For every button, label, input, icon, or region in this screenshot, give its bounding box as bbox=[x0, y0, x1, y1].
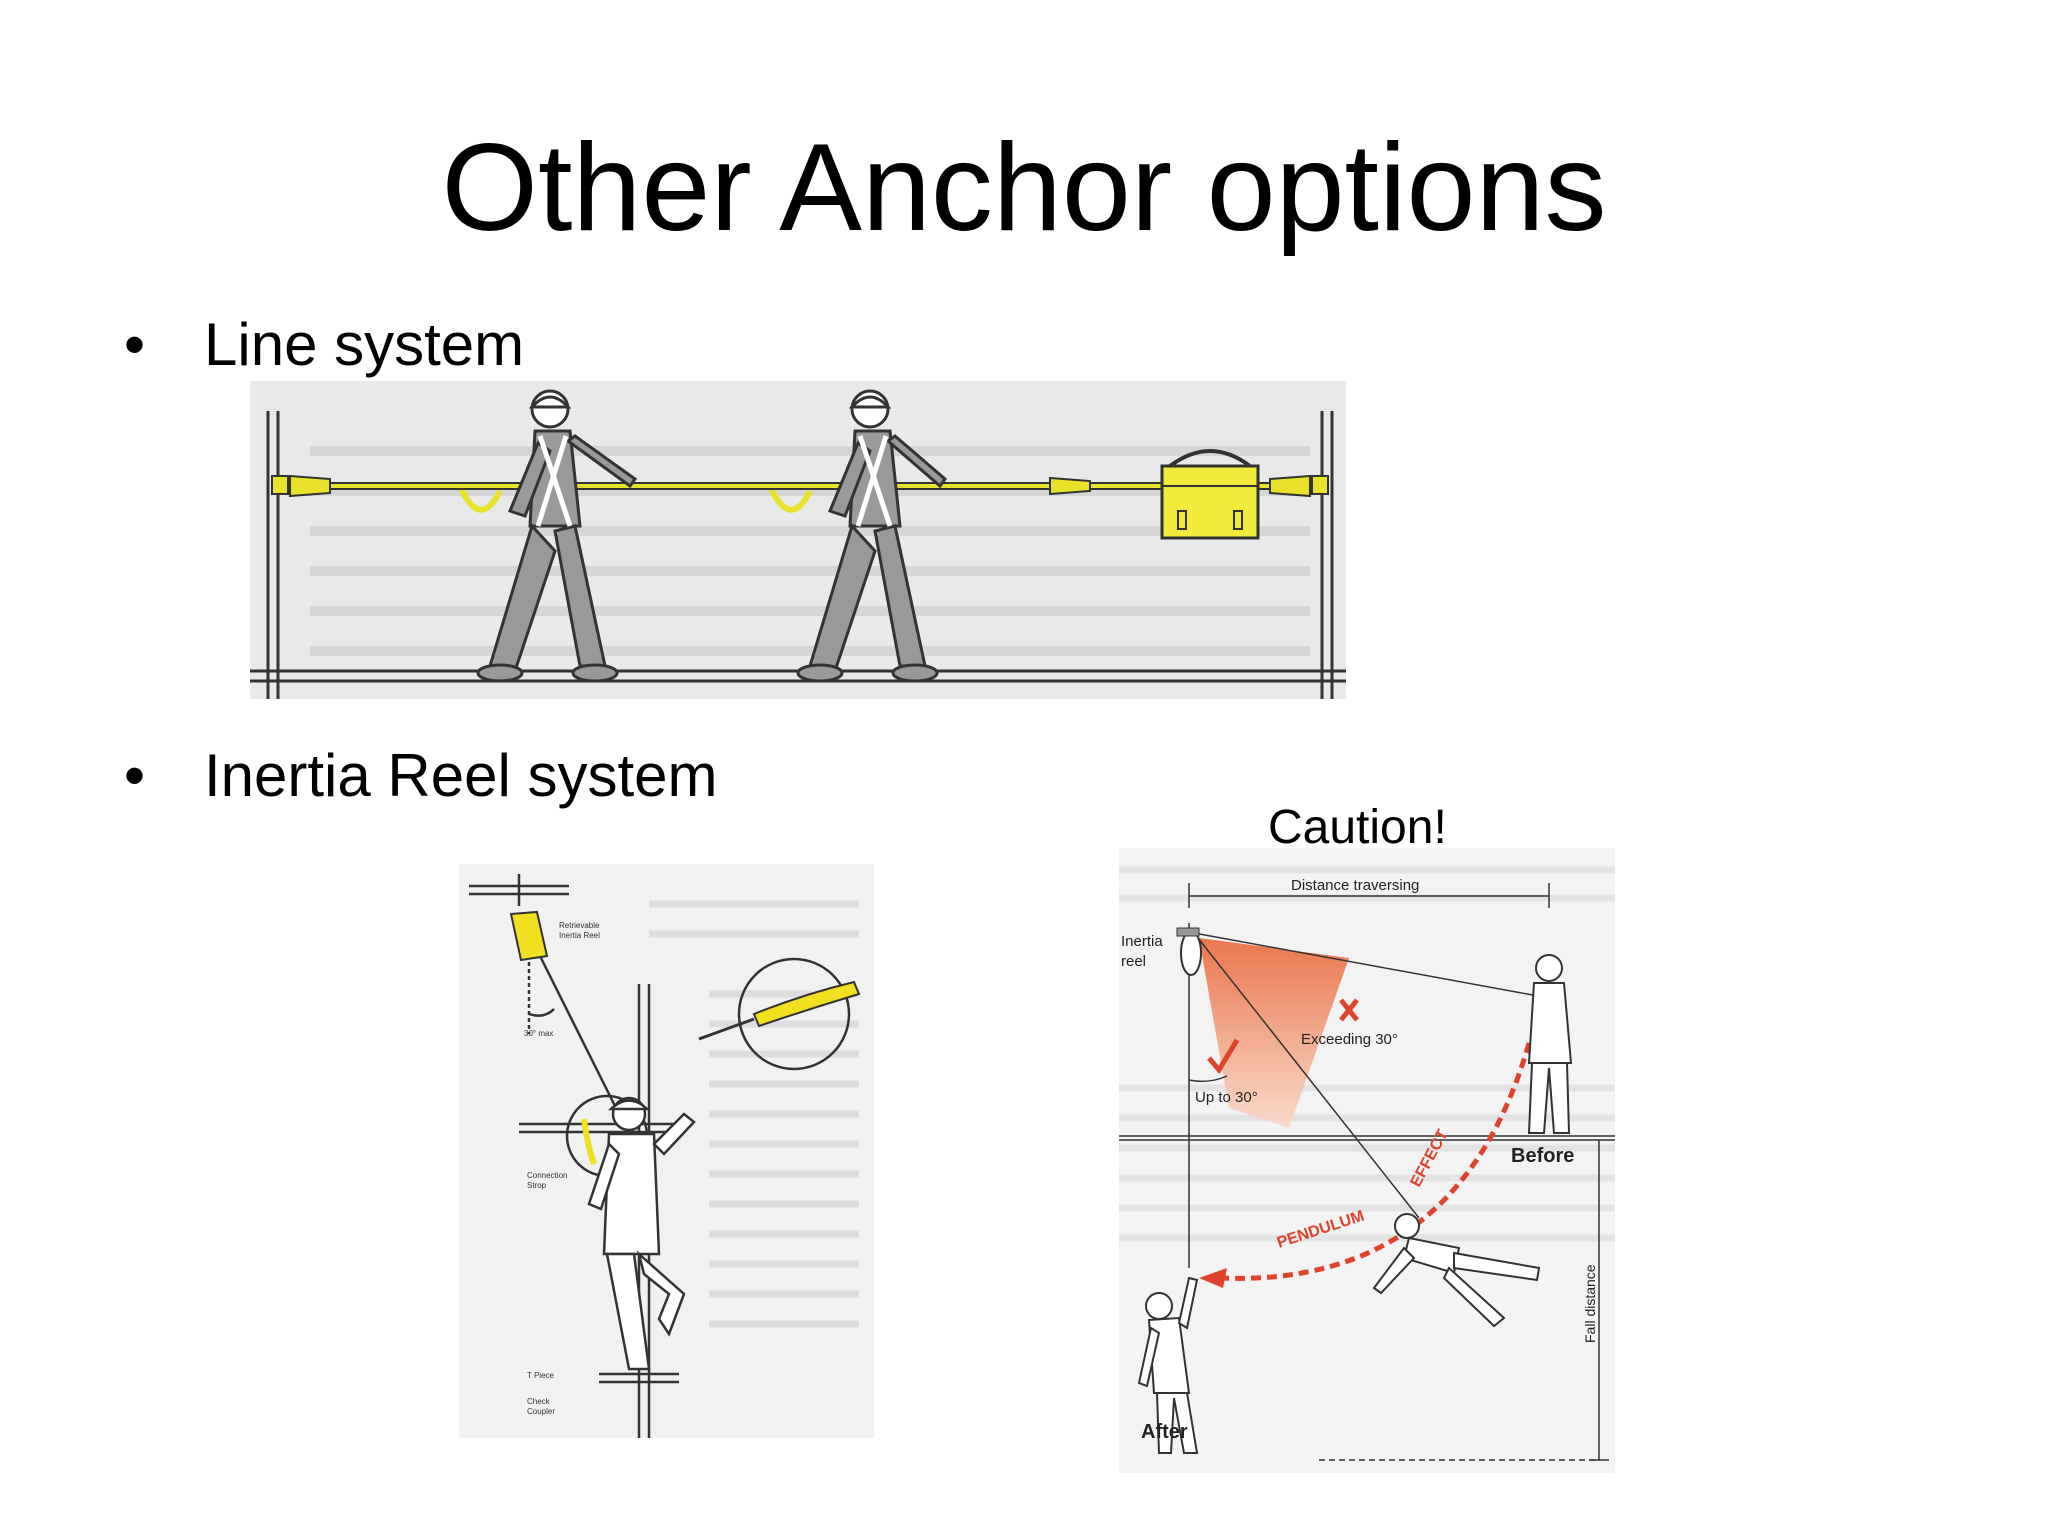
label-connection: Connection bbox=[527, 1171, 567, 1180]
line-system-drawing bbox=[250, 389, 1346, 699]
label-up-to: Up to 30° bbox=[1195, 1089, 1258, 1106]
swinging-worker-icon bbox=[1372, 1213, 1541, 1328]
line-system-illustration bbox=[250, 381, 1346, 699]
bullet-text: Inertia Reel system bbox=[204, 742, 718, 809]
label-inertia-reel: Inertia Reel bbox=[559, 931, 600, 940]
worker-walking-icon bbox=[476, 389, 638, 683]
cross-icon bbox=[1339, 998, 1359, 1022]
yellow-lifeline bbox=[290, 483, 1310, 513]
inertia-reel-illustration: Retrievable Inertia Reel 30° max Connect… bbox=[459, 864, 874, 1438]
hanging-worker-icon bbox=[1137, 1276, 1199, 1454]
label-exceeding: Exceeding 30° bbox=[1301, 1031, 1398, 1048]
inertia-reel-drawing: Retrievable Inertia Reel 30° max Connect… bbox=[469, 874, 861, 1438]
label-fall-distance: Fall distance bbox=[1582, 1264, 1598, 1343]
label-pendulum: PENDULUM bbox=[1275, 1208, 1366, 1252]
pendulum-effect-drawing: Distance traversing Inertia reel Exceedi… bbox=[1119, 866, 1615, 1461]
label-strop: Strop bbox=[527, 1181, 547, 1190]
label-check: Check bbox=[527, 1397, 551, 1406]
label-after: After bbox=[1141, 1421, 1188, 1443]
caution-label: Caution! bbox=[1268, 801, 1447, 854]
bullet-marker: • bbox=[124, 742, 146, 809]
bullet-marker: • bbox=[124, 311, 146, 378]
strop-icon bbox=[698, 980, 861, 1041]
reel-device-icon bbox=[509, 910, 549, 962]
label-coupler: Coupler bbox=[527, 1407, 555, 1416]
label-inertia: Inertia bbox=[1121, 933, 1163, 950]
inertia-reel-device-icon bbox=[1176, 927, 1202, 976]
pendulum-effect-illustration: Distance traversing Inertia reel Exceedi… bbox=[1119, 848, 1615, 1473]
checkmark-icon bbox=[1207, 1038, 1240, 1075]
hook-anchor-icon bbox=[271, 474, 1329, 498]
bullet-text: Line system bbox=[204, 311, 525, 378]
label-retrievable: Retrievable bbox=[559, 921, 600, 930]
label-reel: reel bbox=[1121, 953, 1146, 970]
label-before: Before bbox=[1511, 1145, 1574, 1167]
tool-bag-icon bbox=[1160, 449, 1260, 540]
label-max-angle: 30° max bbox=[524, 1029, 553, 1038]
climbing-worker-icon bbox=[587, 1096, 696, 1371]
worker-walking-icon bbox=[796, 389, 948, 683]
label-t-piece: T Piece bbox=[527, 1371, 555, 1380]
slide-title: Other Anchor options bbox=[441, 119, 1607, 257]
label-distance-traversing: Distance traversing bbox=[1291, 877, 1419, 894]
standing-worker-icon bbox=[1527, 954, 1573, 1134]
